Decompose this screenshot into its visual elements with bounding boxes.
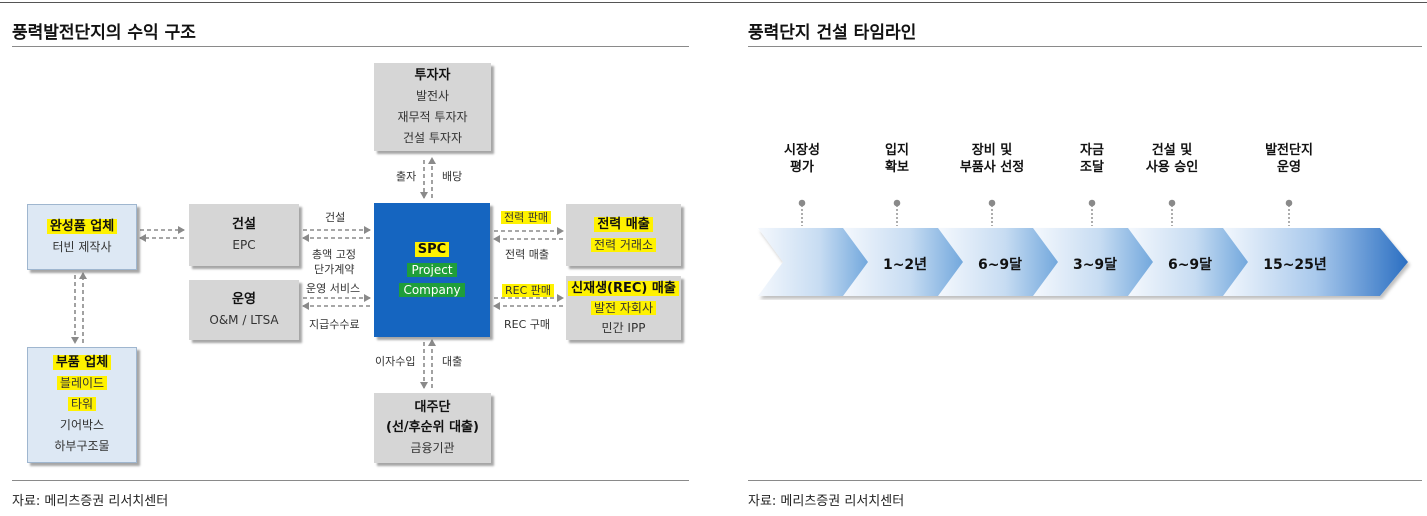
right-title-rule (748, 46, 1422, 47)
parts-box: 부품 업체 블레이드 타워 기어박스 하부구조물 (27, 347, 137, 463)
finished-sub: 터빈 제작사 (52, 239, 112, 254)
right-panel-title: 풍력단지 건설 타임라인 (748, 23, 917, 43)
investor-title: 투자자 (414, 67, 451, 83)
construction-sub: EPC (232, 237, 256, 252)
spc-box: SPC Project Company (374, 203, 490, 337)
construction-box: 건설 EPC (189, 204, 299, 266)
left-title-rule (12, 46, 689, 47)
duration-label: 3~9달 (1072, 257, 1118, 273)
flow-arrows (71, 157, 564, 389)
rec-sales-title: 신재생(REC) 매출 (568, 280, 679, 296)
lender-sub1: (선/후순위 대출) (386, 419, 479, 435)
parts-line: 기어박스 (59, 418, 105, 432)
label-loan: 대출 (442, 355, 463, 368)
finished-title: 완성품 업체 (46, 218, 118, 234)
construction-title: 건설 (232, 216, 256, 232)
power-sales-sub: 전력 거래소 (590, 237, 656, 252)
spc-line1: Project (407, 263, 457, 277)
duration-label: 6~9달 (1167, 257, 1213, 273)
finished-goods-box: 완성품 업체 터빈 제작사 (27, 204, 137, 270)
duration-label: 15~25년 (1263, 257, 1327, 273)
label-dividend: 배당 (442, 170, 463, 183)
label-power-rev: 전력 매출 (505, 248, 549, 261)
parts-title: 부품 업체 (52, 355, 112, 370)
label-rec-sell: REC 판매 (502, 284, 555, 297)
label-fee: 지급수수료 (309, 318, 360, 331)
spc-title: SPC (414, 242, 450, 257)
label-opsvc: 운영 서비스 (306, 282, 361, 295)
investor-line: 재무적 투자자 (397, 109, 468, 124)
investor-box: 투자자 발전사 재무적 투자자 건설 투자자 (374, 63, 491, 151)
rec-sales-box: 신재생(REC) 매출 발전 자회사 민간 IPP (566, 276, 681, 340)
operation-title: 운영 (232, 291, 256, 307)
right-source: 자료: 메리츠증권 리서치센터 (748, 494, 905, 509)
duration-label: 1~2년 (882, 257, 928, 273)
investor-line: 건설 투자자 (402, 130, 462, 145)
lender-title: 대주단 (414, 399, 451, 415)
power-sales-title: 전력 매출 (594, 216, 653, 232)
parts-line: 타워 (67, 397, 97, 411)
duration-label: 6~9달 (977, 257, 1023, 273)
label-rec-buy: REC 구매 (504, 318, 551, 331)
lender-box: 대주단 (선/후순위 대출) 금융기관 (374, 393, 491, 463)
timeline-arrow (758, 199, 1408, 296)
label-invest: 출자 (396, 170, 417, 183)
spc-line2: Company (399, 283, 465, 297)
label-lump2: 단가계약 (314, 263, 355, 276)
left-panel-title: 풍력발전단지의 수익 구조 (12, 23, 196, 43)
left-source-rule (12, 480, 689, 481)
rec-sales-sub2: 민간 IPP (601, 320, 646, 335)
label-build: 건설 (325, 211, 346, 224)
operation-sub: O&M / LTSA (209, 312, 279, 327)
right-source-rule (748, 480, 1422, 481)
left-source: 자료: 메리츠증권 리서치센터 (12, 494, 169, 509)
lender-sub2: 금융기관 (410, 440, 455, 455)
label-interest: 이자수입 (375, 355, 416, 368)
parts-line: 하부구조물 (54, 439, 110, 453)
parts-line: 블레이드 (56, 376, 108, 390)
power-sales-box: 전력 매출 전력 거래소 (566, 204, 681, 266)
label-lump1: 총액 고정 (312, 248, 356, 261)
top-border (0, 2, 1427, 3)
rec-sales-sub1: 발전 자회사 (590, 300, 656, 315)
label-power-sell: 전력 판매 (501, 211, 551, 224)
operation-box: 운영 O&M / LTSA (189, 280, 299, 340)
investor-line: 발전사 (415, 88, 450, 103)
